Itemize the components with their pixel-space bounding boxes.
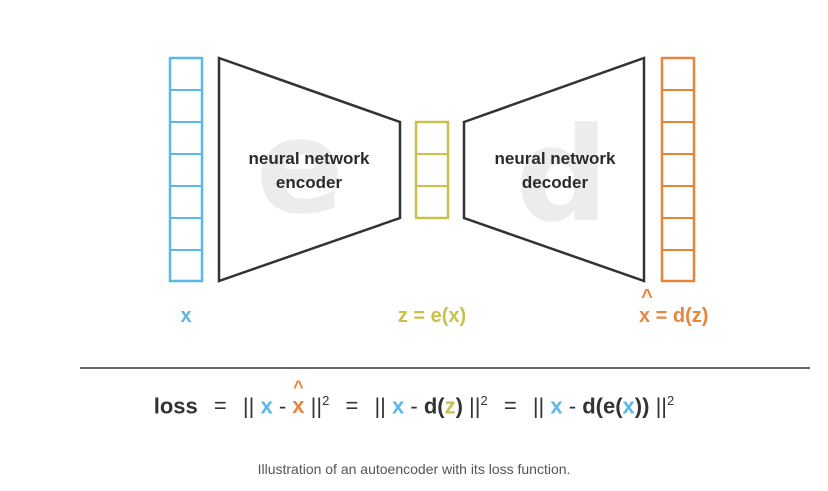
loss-formula: loss = || x - ^x ||2 = || x - d(z) ||2 =… <box>0 378 828 419</box>
latent-vector <box>414 120 450 220</box>
square-2: 2 <box>480 393 488 408</box>
encoder-block: e neural network encoder <box>217 56 402 283</box>
norm-close-2: || <box>469 393 481 419</box>
norm-open-2: || <box>374 393 386 419</box>
formula-d-open: d( <box>423 393 445 419</box>
minus-3: - <box>568 393 577 419</box>
formula-de-open: d(e( <box>582 393 623 419</box>
formula-x-4: x <box>622 393 635 419</box>
decoder-letter: d <box>515 99 608 251</box>
norm-close-1: || <box>310 393 323 419</box>
equals-sign-1: = <box>213 393 227 419</box>
formula-x-2: x <box>392 393 405 419</box>
formula-de-close: )) <box>634 393 650 419</box>
figure-caption: Illustration of an autoencoder with its … <box>257 461 571 477</box>
norm-close-3: || <box>655 393 668 419</box>
formula-z: z <box>444 393 456 419</box>
output-hat-mark: ^ <box>641 286 653 308</box>
minus-1: - <box>278 393 287 419</box>
input-vector <box>168 56 204 283</box>
formula-x-3: x <box>550 393 563 419</box>
equals-sign-2: = <box>345 393 359 419</box>
decoder-label-line1: neural network <box>495 149 616 168</box>
decoder-block: d neural network decoder <box>462 56 646 283</box>
square-1: 2 <box>322 393 330 408</box>
formula-xhat-symbol: x <box>292 393 305 419</box>
output-label-rest: = d(z) <box>650 305 708 327</box>
output-label-symbol: x <box>639 305 650 327</box>
output-label: x = d(z) <box>639 305 708 327</box>
formula-xhat: ^x <box>292 378 305 419</box>
equals-sign-3: = <box>503 393 517 419</box>
output-vector <box>660 56 696 283</box>
input-label: x <box>180 305 191 327</box>
formula-x-1: x <box>260 393 273 419</box>
encoder-label-line1: neural network <box>249 149 370 168</box>
encoder-label-line2: encoder <box>276 173 343 192</box>
latent-label: z = e(x) <box>398 305 466 327</box>
norm-open-1: || <box>242 393 255 419</box>
square-3: 2 <box>667 393 675 408</box>
norm-open-3: || <box>532 393 545 419</box>
minus-2: - <box>410 393 418 419</box>
formula-d-close: ) <box>455 393 463 419</box>
decoder-label-line2: decoder <box>522 173 589 192</box>
loss-word: loss <box>153 393 198 419</box>
encoder-letter: e <box>256 91 344 243</box>
formula-hat-mark: ^ <box>293 377 304 398</box>
